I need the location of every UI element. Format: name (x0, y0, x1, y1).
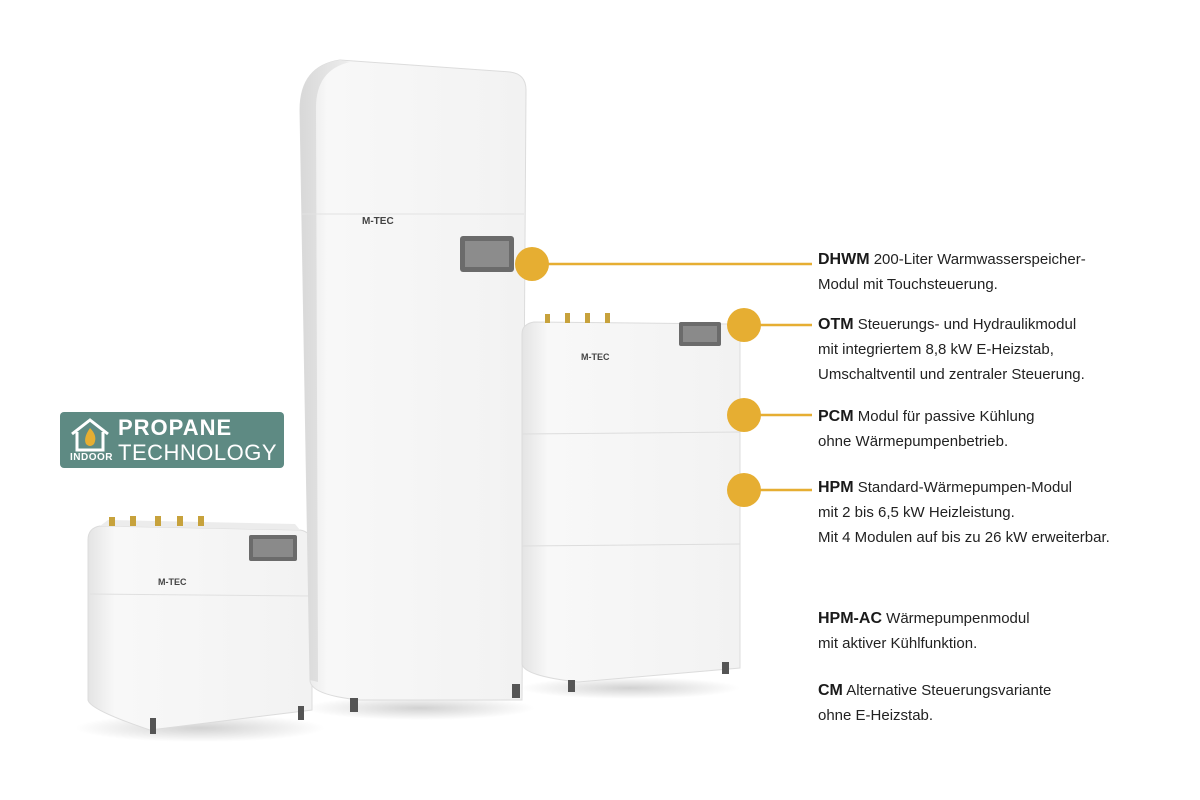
module-line: mit 2 bis 6,5 kW Heizleistung. (818, 504, 1015, 521)
callout-dot-dhwm (515, 247, 549, 281)
dhwm-tank-unit (299, 59, 527, 712)
module-line: 200-Liter Warmwasserspeicher- (873, 251, 1086, 268)
callout-dot-otm (727, 308, 761, 342)
callout-markers (515, 247, 812, 507)
module-code: CM (818, 682, 843, 699)
badge-line-2: TECHNOLOGY (118, 440, 278, 465)
propane-technology-badge: INDOOR PROPANE TECHNOLOGY (60, 412, 284, 468)
module-line: Modul für passive Kühlung (857, 408, 1035, 425)
callout-dot-hpm (727, 473, 761, 507)
module-line: ohne Wärmepumpenbetrieb. (818, 433, 1009, 450)
module-code: PCM (818, 408, 854, 425)
module-code: DHWM (818, 251, 870, 268)
module-desc-otm: OTM Steuerungs- und Hydraulikmodul mit i… (818, 312, 1085, 387)
compact-heat-pump-unit (87, 516, 313, 734)
module-line: Alternative Steuerungsvariante (846, 682, 1052, 699)
brand-logo-tall: M-TEC (362, 216, 394, 227)
brand-logo-stacked: M-TEC (581, 352, 610, 362)
module-desc-pcm: PCM Modul für passive Kühlung ohne Wärme… (818, 404, 1035, 454)
module-code: HPM-AC (818, 610, 882, 627)
module-desc-cm: CM Alternative Steuerungsvariante ohne E… (818, 678, 1051, 728)
module-line: Wärmepumpenmodul (886, 610, 1030, 627)
module-line: Standard-Wärmepumpen-Modul (857, 479, 1072, 496)
module-line: Modul mit Touchsteuerung. (818, 276, 998, 293)
module-code: OTM (818, 316, 854, 333)
stacked-module-unit (521, 313, 741, 692)
module-line: mit integriertem 8,8 kW E-Heizstab, (818, 341, 1054, 358)
badge-line-1: PROPANE (118, 415, 233, 440)
module-desc-dhwm: DHWM 200-Liter Warmwasserspeicher- Modul… (818, 247, 1086, 297)
module-line: Mit 4 Modulen auf bis zu 26 kW erweiterb… (818, 529, 1110, 546)
badge-small-label: INDOOR (70, 452, 113, 463)
module-line: mit aktiver Kühlfunktion. (818, 635, 978, 652)
module-line: Steuerungs- und Hydraulikmodul (857, 316, 1077, 333)
house-flame-icon (71, 418, 109, 452)
module-desc-hpm: HPM Standard-Wärmepumpen-Modul mit 2 bis… (818, 475, 1110, 550)
module-code: HPM (818, 479, 854, 496)
module-line: Umschaltventil und zentraler Steuerung. (818, 366, 1085, 383)
callout-dot-pcm (727, 398, 761, 432)
brand-logo-compact: M-TEC (158, 577, 187, 587)
module-line: ohne E-Heizstab. (818, 707, 934, 724)
module-desc-hpm-ac: HPM-AC Wärmepumpenmodul mit aktiver Kühl… (818, 606, 1030, 656)
